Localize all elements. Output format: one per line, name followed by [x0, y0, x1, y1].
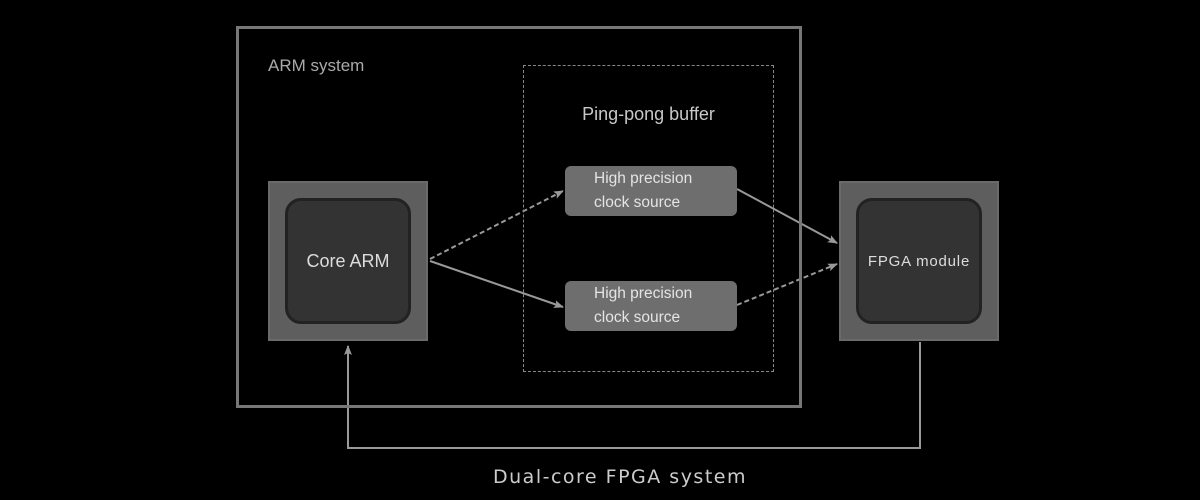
pingpong-buffer-label: Ping-pong buffer [582, 104, 715, 124]
pingpong-buffer-container [523, 65, 774, 372]
core-arm-label: Core ARM [306, 250, 390, 271]
fpga-module-node: FPGA module [839, 181, 999, 341]
clock-source-node-2: High precision clock source [565, 281, 737, 331]
clock-source-1-line1: High precision [594, 170, 693, 187]
fpga-module-label: FPGA module [867, 252, 971, 270]
arm-system-container [236, 26, 802, 408]
clock-source-2-line1: High precision [594, 285, 693, 302]
arm-system-label: ARM system [268, 56, 365, 75]
clock-source-1-line2: clock source [594, 194, 681, 211]
core-arm-chip: Core ARM [285, 198, 411, 324]
fpga-module-chip: FPGA module [856, 198, 982, 324]
core-arm-node: Core ARM [268, 181, 428, 341]
diagram-caption: Dual-core FPGA system [493, 466, 747, 488]
clock-source-2-line2: clock source [594, 309, 681, 326]
clock-source-node-1: High precision clock source [565, 166, 737, 216]
